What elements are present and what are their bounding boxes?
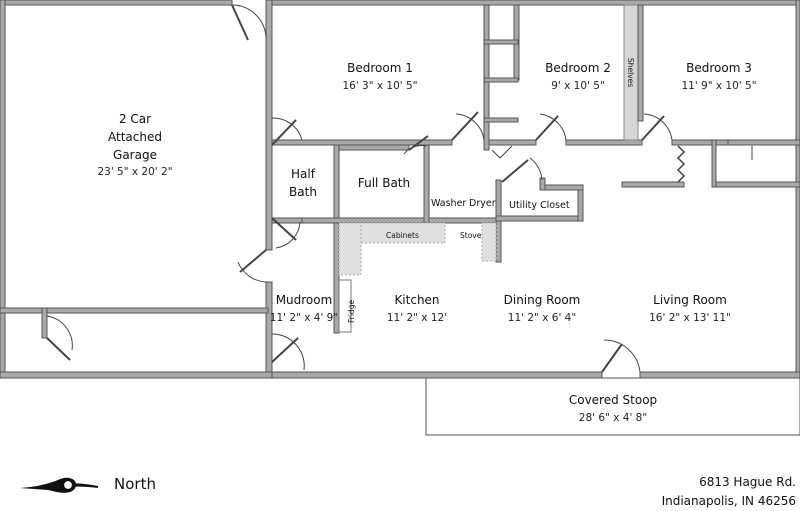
bedroom2-dims: 9' x 10' 5" bbox=[551, 80, 605, 92]
wall-full-bath-bottom bbox=[301, 217, 499, 224]
fridge-label: Fridge bbox=[347, 300, 356, 323]
stove-label: Stove bbox=[460, 231, 482, 240]
address-street: 6813 Hague Rd. bbox=[699, 475, 796, 489]
wall-storage-right bbox=[41, 307, 48, 339]
bedroom3-dims: 11' 9" x 10' 5" bbox=[681, 80, 756, 92]
address-block: 6813 Hague Rd. Indianapolis, IN 46256 bbox=[662, 473, 796, 511]
stoop-outline bbox=[425, 377, 800, 436]
kitchen-dims: 11' 2" x 12' bbox=[387, 312, 447, 324]
wall-bedroom3-bottom-left bbox=[621, 181, 685, 188]
door-bedroom3-leaf bbox=[641, 115, 665, 141]
wall-garage-divider-lower bbox=[265, 281, 273, 379]
wall-utility-bottom bbox=[495, 215, 583, 222]
bedroom3-name: Bedroom 3 bbox=[686, 61, 752, 75]
bedroom1-dims: 16' 3" x 10' 5" bbox=[342, 80, 417, 92]
door-full-bath-arc bbox=[403, 145, 427, 155]
door-bedroom3-arc bbox=[643, 113, 673, 141]
garage-label: 2 Car Attached Garage 23' 5" x 20' 2" bbox=[97, 112, 172, 178]
wall-utility-top-left bbox=[539, 177, 546, 191]
door-utility-leaf bbox=[501, 159, 529, 183]
wall-bedroom3-bottom-right bbox=[715, 181, 800, 188]
half-bath-name-line2: Bath bbox=[289, 185, 317, 199]
living-name: Living Room bbox=[653, 293, 727, 307]
bedroom2-name: Bedroom 2 bbox=[545, 61, 611, 75]
door-mudroom-leaf bbox=[239, 249, 267, 273]
mudroom-dims: 11' 2" x 4' 9" bbox=[270, 312, 338, 324]
wall-top-garage bbox=[0, 0, 233, 6]
wall-b2-b3-divider bbox=[637, 4, 644, 122]
wall-bedroom-row-2 bbox=[483, 139, 537, 146]
door-front-left-arc bbox=[271, 333, 305, 371]
compass: North bbox=[18, 470, 156, 498]
wall-bedroom3-closet-top bbox=[727, 139, 800, 146]
full-bath-name: Full Bath bbox=[358, 176, 410, 190]
dining-name: Dining Room bbox=[504, 293, 581, 307]
stoop-dims: 28' 6" x 4' 8" bbox=[579, 412, 647, 424]
mudroom-name: Mudroom bbox=[276, 293, 333, 307]
door-front-left-leaf bbox=[271, 337, 299, 363]
stoop-name: Covered Stoop bbox=[569, 393, 657, 407]
door-front-main-leaf bbox=[601, 343, 623, 373]
north-label: North bbox=[114, 475, 156, 493]
door-garage-top-arc bbox=[231, 4, 267, 39]
garage-name-line1: 2 Car bbox=[119, 112, 151, 126]
cabinets-label: Cabinets bbox=[386, 231, 419, 240]
shelves-label: Shelves bbox=[626, 58, 635, 87]
bedroom1-name: Bedroom 1 bbox=[347, 61, 413, 75]
wall-bedroom3-closet-divider bbox=[711, 139, 717, 188]
wall-bedroom-row-1 bbox=[271, 139, 453, 146]
wall-garage-divider-upper bbox=[265, 0, 273, 251]
garage-name-line2: Attached bbox=[108, 130, 162, 144]
door-bedroom1-arc bbox=[455, 113, 485, 141]
wall-bedroom-row-4 bbox=[671, 139, 729, 146]
doors bbox=[46, 4, 673, 373]
wall-bath-divider bbox=[333, 144, 340, 334]
door-garage-top-leaf bbox=[231, 4, 249, 41]
garage-dims: 23' 5" x 20' 2" bbox=[97, 166, 172, 178]
wall-storage-bottom bbox=[0, 371, 273, 379]
half-bath-name-line1: Half bbox=[291, 167, 316, 181]
door-bedroom2-arc bbox=[539, 113, 567, 141]
dryer-label: Dryer bbox=[469, 198, 496, 209]
door-bedroom1-leaf bbox=[451, 111, 479, 141]
wall-front-right bbox=[639, 371, 800, 379]
wall-closet-shelf-1 bbox=[483, 39, 519, 45]
door-utility-arc bbox=[529, 157, 543, 181]
door-hall-arc bbox=[491, 145, 513, 159]
wall-garage-bottom bbox=[0, 307, 269, 314]
wall-top-house bbox=[265, 0, 800, 6]
wall-closet-shelf-3 bbox=[483, 117, 519, 123]
wall-closet-shelf-2 bbox=[483, 77, 519, 83]
utility-closet-label: Utility Closet bbox=[509, 200, 570, 211]
door-mudroom-arc bbox=[237, 261, 267, 283]
stove-box bbox=[481, 222, 497, 262]
fridge-box bbox=[338, 279, 352, 333]
door-front-main-arc bbox=[603, 339, 641, 373]
door-half-bath-low-leaf bbox=[271, 217, 297, 241]
bifold-door bbox=[676, 145, 686, 183]
wall-front-left bbox=[271, 371, 603, 379]
door-storage-leaf bbox=[46, 337, 71, 361]
washer-label: Washer bbox=[431, 198, 466, 209]
door-half-bath-low-arc bbox=[275, 221, 301, 249]
wall-bedroom-row-3 bbox=[565, 139, 643, 146]
fixtures bbox=[338, 145, 800, 436]
north-arrow-icon bbox=[20, 477, 98, 493]
kitchen-name: Kitchen bbox=[394, 293, 439, 307]
living-dims: 16' 2" x 13' 11" bbox=[649, 312, 731, 324]
wall-left bbox=[0, 0, 6, 379]
wall-full-bath-right bbox=[423, 144, 430, 224]
wall-full-bath-top bbox=[338, 144, 410, 151]
door-half-bath-arc bbox=[271, 117, 303, 141]
address-city: Indianapolis, IN 46256 bbox=[661, 494, 796, 508]
dining-dims: 11' 2" x 6' 4" bbox=[508, 312, 576, 324]
cabinets-counter-side bbox=[338, 222, 362, 276]
wall-utility-top bbox=[539, 184, 584, 191]
garage-name-line3: Garage bbox=[113, 148, 157, 162]
wall-right bbox=[795, 0, 800, 379]
door-storage-arc bbox=[46, 315, 73, 351]
